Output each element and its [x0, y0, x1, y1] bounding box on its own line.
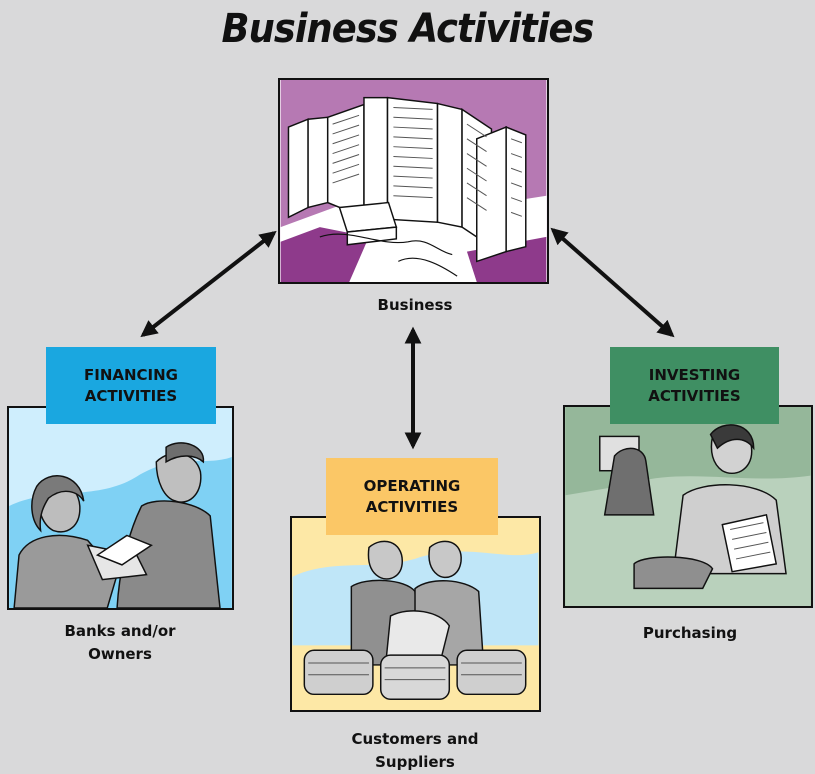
- investing-activities-tag: INVESTING ACTIVITIES: [610, 347, 779, 424]
- financing-activities-tag: FINANCING ACTIVITIES: [46, 347, 216, 424]
- operating-activities-tag: OPERATING ACTIVITIES: [326, 458, 498, 535]
- purchasing-office-icon: [565, 407, 811, 606]
- business-illustration: [278, 78, 549, 284]
- arrow-business-investing: [550, 227, 675, 338]
- investing-caption: Purchasing: [642, 624, 738, 642]
- financing-caption: Banks and/or Owners: [64, 622, 176, 663]
- financing-illustration: [7, 406, 234, 610]
- office-building-icon: [280, 80, 547, 282]
- bankers-handshake-icon: [9, 442, 232, 608]
- operating-caption: Customers and Suppliers: [351, 730, 479, 771]
- business-caption: Business: [377, 296, 453, 314]
- customers-suppliers-icon: [292, 540, 539, 700]
- investing-illustration: [563, 405, 813, 608]
- arrow-business-financing: [140, 230, 277, 338]
- operating-illustration: [290, 516, 541, 712]
- diagram-title: Business Activities: [221, 6, 594, 52]
